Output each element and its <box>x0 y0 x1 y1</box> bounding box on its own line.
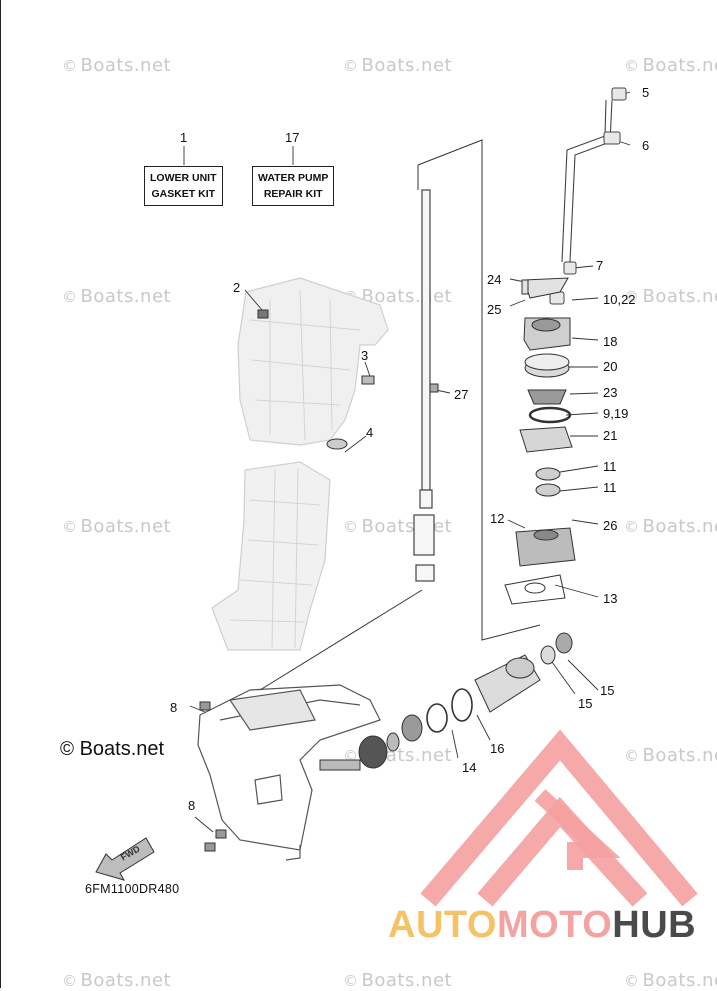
part-label: 6 <box>642 138 650 153</box>
part-number-kit-1: 1 <box>180 130 188 145</box>
part-label: 7 <box>596 258 604 273</box>
part-label: 11 <box>603 459 617 474</box>
watermark: ©Boats.net <box>624 516 717 537</box>
part-label: 16 <box>490 741 505 756</box>
part-label: 12 <box>490 511 505 526</box>
water-pipe <box>561 99 613 263</box>
part-label: 9,19 <box>603 406 629 421</box>
part-label: 25 <box>487 302 502 317</box>
part-label: 8 <box>188 798 196 813</box>
part-label: 5 <box>642 85 650 100</box>
part-label: 13 <box>603 591 618 606</box>
gear-case <box>197 684 381 861</box>
watermark: ©Boats.net <box>624 970 717 991</box>
part-label: 14 <box>462 760 477 775</box>
part-label: 21 <box>603 428 618 443</box>
mid-casing <box>211 461 331 651</box>
watermark: ©Boats.net <box>62 55 172 76</box>
watermark: ©Boats.net <box>624 286 717 307</box>
kit-label: GASKET KIT <box>151 188 216 200</box>
watermark: ©Boats.net <box>62 286 172 307</box>
water-pump-repair-kit-box: WATER PUMP REPAIR KIT <box>252 166 335 206</box>
watermark: ©Boats.net <box>343 970 453 991</box>
part-label: 27 <box>454 387 469 402</box>
part-label: 4 <box>366 425 374 440</box>
part-label: 18 <box>603 334 618 349</box>
part-label: 24 <box>487 272 502 287</box>
watermark: ©Boats.net <box>624 745 717 766</box>
part-label: 20 <box>603 359 618 374</box>
part-label: 3 <box>361 348 369 363</box>
part-number-kit-17: 17 <box>285 130 300 145</box>
watermark: ©Boats.net <box>62 970 172 991</box>
kit-label: LOWER UNIT <box>150 172 217 184</box>
part-label: 15 <box>600 683 615 698</box>
left-border <box>0 0 1 988</box>
upper-casing <box>237 277 389 446</box>
watermark: ©Boats.net <box>624 55 717 76</box>
fwd-arrow-icon <box>95 837 155 881</box>
part-label: 26 <box>603 518 618 533</box>
watermark: ©Boats.net <box>62 516 172 537</box>
automotohub-logo: AUTOMOTOHUB <box>388 904 697 946</box>
kit-frame-lines <box>259 139 541 691</box>
watermark: ©Boats.net <box>343 55 453 76</box>
part-label: 11 <box>603 480 617 495</box>
part-label: 8 <box>170 700 178 715</box>
part-label: 2 <box>233 280 241 295</box>
kit-label: WATER PUMP <box>258 172 329 184</box>
drive-shaft <box>413 189 435 582</box>
lower-unit-gasket-kit-box: LOWER UNIT GASKET KIT <box>144 166 223 206</box>
kit-label: REPAIR KIT <box>263 188 323 200</box>
part-label: 15 <box>578 696 593 711</box>
boats-logo: © Boats.net <box>60 738 165 760</box>
diagram-code: 6FM1100DR480 <box>85 882 180 896</box>
part-label: 23 <box>603 385 618 400</box>
part-label: 10,22 <box>603 292 636 307</box>
